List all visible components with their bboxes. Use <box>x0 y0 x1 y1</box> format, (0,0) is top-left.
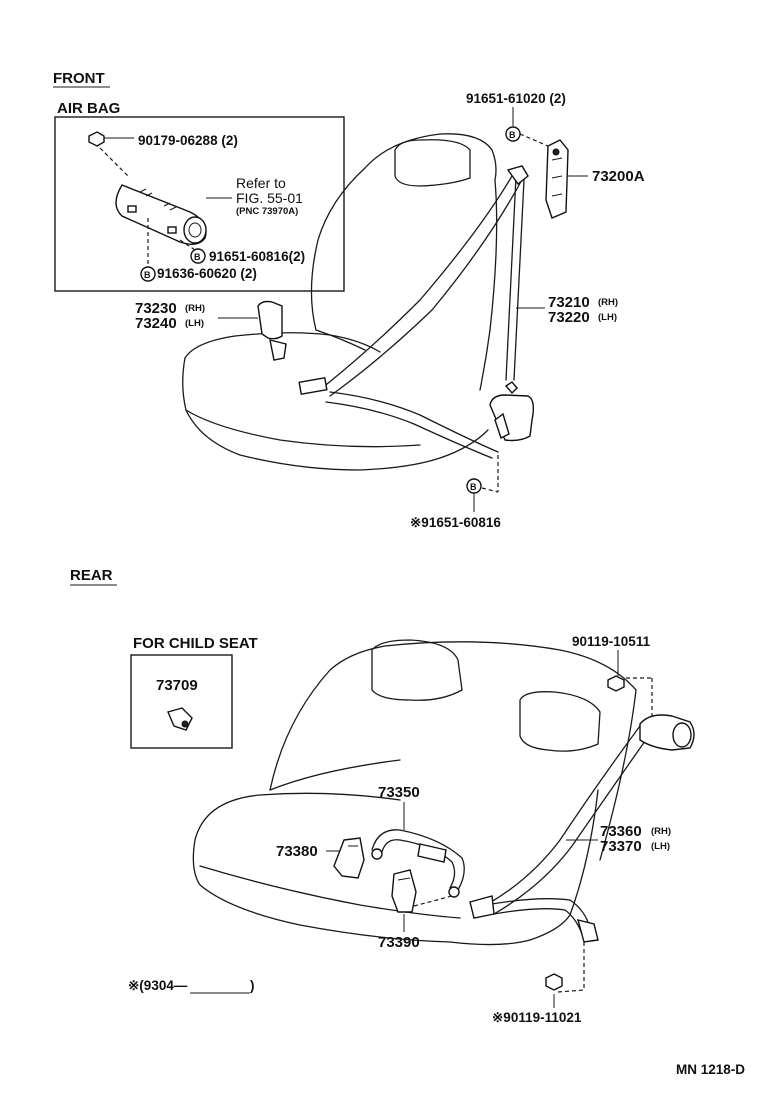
center-belt-icon <box>371 829 465 898</box>
front-seat-drawing <box>182 133 498 471</box>
airbag-bolt-part-number: 90179-06288 (2) <box>138 133 238 148</box>
retractor-part-number: 73200A <box>592 168 645 185</box>
b-bolt-icon: B <box>140 266 156 282</box>
buckle-lh-part-number: 73240 <box>135 315 177 332</box>
svg-text:B: B <box>509 130 516 140</box>
rear-belt-rh-part-number: 73360 <box>600 823 642 840</box>
center-belt-part-number: 73350 <box>378 784 420 801</box>
rear-bottom-bolt-part-number: ※90119-11021 <box>492 1010 582 1025</box>
buckle-lh-tag: (LH) <box>185 318 204 329</box>
airbag-refer-line3: (PNC 73970A) <box>236 206 298 217</box>
front-bottom-bolt-part-number: ※91651-60816 <box>410 515 501 530</box>
svg-text:B: B <box>470 482 477 492</box>
rear-outer-belt-drawing <box>469 714 695 943</box>
rear-buckle-right-part-number: 73390 <box>378 934 420 951</box>
airbag-refer-line1: Refer to <box>236 175 286 191</box>
child-seat-part-number: 73709 <box>156 677 198 694</box>
b-bolt-icon: B <box>466 478 482 494</box>
b-bolt-icon: B <box>190 248 206 264</box>
rear-buckle-left-part-number: 73380 <box>276 843 318 860</box>
b-bolt-icon: B <box>505 126 521 142</box>
buckle-rh-part-number: 73230 <box>135 300 177 317</box>
buckle-rh-tag: (RH) <box>185 303 205 314</box>
belt-lh-tag: (LH) <box>598 312 617 323</box>
rear-buckle-left-icon <box>333 837 365 879</box>
svg-text:B: B <box>194 252 201 262</box>
airbag-box <box>54 116 345 292</box>
svg-text:B: B <box>144 270 151 280</box>
front-buckle-icon <box>257 300 287 361</box>
rear-buckle-right-icon <box>391 869 417 913</box>
front-bottom-bolt-guide2 <box>481 487 499 493</box>
date-note-close: ) <box>250 978 255 993</box>
child-seat-anchor-icon <box>167 707 193 731</box>
rear-belt-rh-tag: (RH) <box>651 826 671 837</box>
airbag-bolt-guide <box>99 147 129 177</box>
retractor-bracket-icon <box>545 139 569 219</box>
date-note: ※(9304— <box>128 978 188 993</box>
rear-seat-drawing <box>192 639 637 946</box>
rear-bottom-bolt-guide2 <box>557 989 585 993</box>
airbag-b-bolt1-part-number: 91651-60816(2) <box>209 249 305 264</box>
rear-title: REAR <box>70 567 113 584</box>
front-title: FRONT <box>53 70 105 87</box>
airbag-module-icon <box>115 184 207 245</box>
airbag-top-bolt-icon <box>88 131 134 147</box>
belt-lh-part-number: 73220 <box>548 309 590 326</box>
rear-buckle-right-guide <box>413 895 453 907</box>
rear-top-bolt-part-number: 90119-10511 <box>572 634 651 649</box>
front-top-bolt-part-number: 91651-61020 (2) <box>466 91 566 106</box>
child-seat-title: FOR CHILD SEAT <box>133 635 258 652</box>
rear-belt-lh-part-number: 73370 <box>600 838 642 855</box>
footer-code: MN 1218-D <box>676 1062 745 1077</box>
belt-rh-tag: (RH) <box>598 297 618 308</box>
child-seat-box <box>130 654 233 749</box>
rear-belt-lh-tag: (LH) <box>651 841 670 852</box>
front-top-bolt-guide <box>519 133 549 147</box>
airbag-b-bolt2-part-number: 91636-60620 (2) <box>157 266 257 281</box>
airbag-refer-line2: FIG. 55-01 <box>236 190 303 206</box>
rear-bottom-bolt-icon <box>545 973 563 991</box>
front-belt-drawing <box>298 165 535 459</box>
airbag-b-guide-right <box>179 239 199 253</box>
belt-rh-part-number: 73210 <box>548 294 590 311</box>
airbag-title: AIR BAG <box>57 100 120 117</box>
rear-top-bolt-icon <box>607 675 625 692</box>
